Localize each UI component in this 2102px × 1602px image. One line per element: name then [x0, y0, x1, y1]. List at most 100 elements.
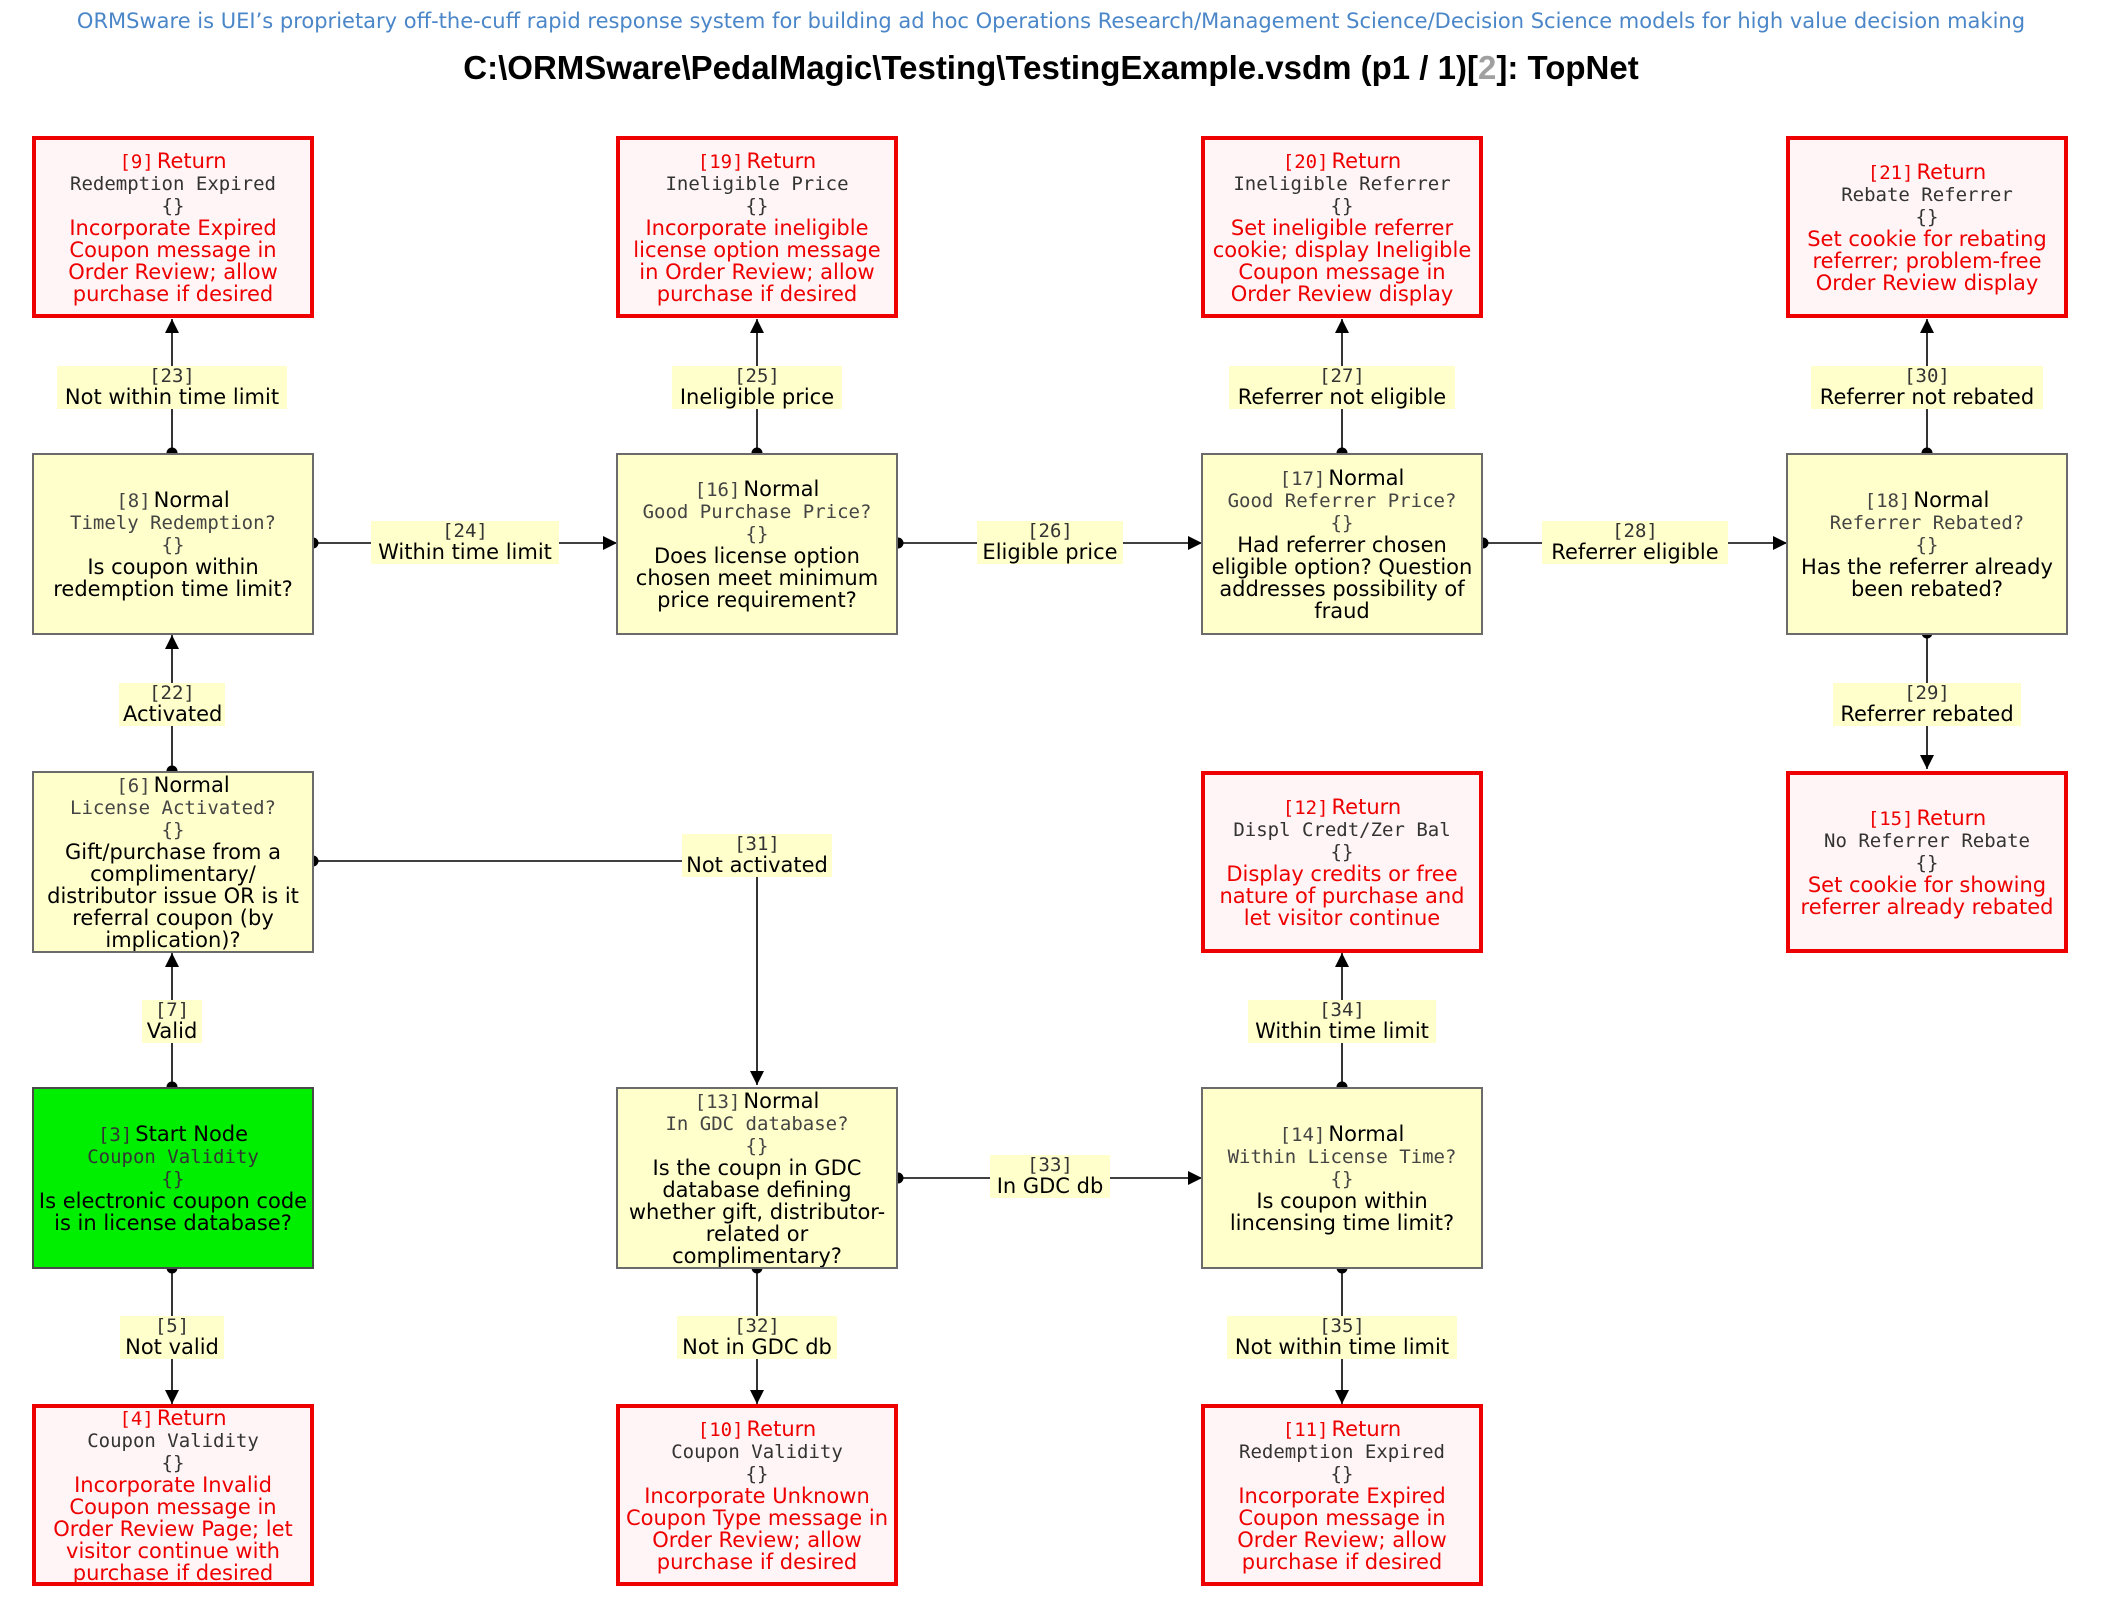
node-subtitle: Good Referrer Price?	[1227, 489, 1457, 512]
node-braces: {}	[1915, 851, 1939, 874]
node-subtitle: Good Purchase Price?	[642, 500, 872, 523]
node-subtitle: Within License Time?	[1227, 1145, 1457, 1168]
node-subtitle: Rebate Referrer	[1841, 183, 2013, 206]
node-braces: {}	[161, 818, 185, 841]
node-description: Set ineligible referrer cookie; display …	[1212, 215, 1472, 306]
edge-label-35[interactable]: [35]Not within time limit	[1227, 1316, 1457, 1359]
node-3-start[interactable]: [3]Start Node Coupon Validity {} Is elec…	[32, 1087, 314, 1269]
node-braces: {}	[745, 522, 769, 545]
banner-text: ORMSware is UEI’s proprietary off-the-cu…	[76, 9, 2026, 33]
edge-label-5[interactable]: [5]Not valid	[120, 1316, 224, 1359]
node-description: Is coupon within redemption time limit?	[53, 554, 293, 601]
title-bracket-open: [	[1466, 49, 1478, 86]
edge-31-line	[313, 860, 764, 1085]
node-header: [3]Start Node	[97, 1121, 249, 1146]
edge-label-34[interactable]: [34]Within time limit	[1248, 1000, 1436, 1043]
node-description: Is electronic coupon code is in license …	[38, 1188, 308, 1235]
node-description: Incorporate ineligible license option me…	[633, 215, 881, 306]
node-header: [12]Return	[1282, 794, 1402, 819]
node-description: Gift/purchase from a complimentary/ dist…	[47, 839, 299, 952]
node-subtitle: Displ Credt/Zer Bal	[1233, 818, 1451, 841]
edge-label-30[interactable]: [30]Referrer not rebated	[1811, 366, 2043, 409]
page-title: C:\ORMSware\PedalMagic\Testing\TestingEx…	[0, 46, 2102, 90]
title-page-number: 2	[1477, 49, 1497, 86]
node-description: Display credits or free nature of purcha…	[1219, 861, 1465, 930]
node-17-normal[interactable]: [17]Normal Good Referrer Price? {} Had r…	[1201, 453, 1483, 635]
node-header: [16]Normal	[694, 476, 820, 501]
node-header: [4]Return	[119, 1405, 227, 1430]
node-description: Is coupon within lincensing time limit?	[1229, 1188, 1455, 1235]
edge-label-24[interactable]: [24]Within time limit	[371, 521, 559, 564]
edge-label-31[interactable]: [31]Not activated	[682, 834, 832, 877]
node-braces: {}	[161, 1451, 185, 1474]
node-braces: {}	[161, 194, 185, 217]
node-braces: {}	[161, 533, 185, 556]
edge-label-29[interactable]: [29]Referrer rebated	[1833, 683, 2021, 726]
title-net-name: ]: TopNet	[1496, 49, 1639, 86]
edge-label-26[interactable]: [26]Eligible price	[977, 521, 1123, 564]
node-subtitle: Ineligible Referrer	[1233, 172, 1451, 195]
node-braces: {}	[745, 1462, 769, 1485]
node-description: Incorporate Expired Coupon message in Or…	[1237, 1483, 1447, 1574]
node-header: [21]Return	[1867, 159, 1987, 184]
node-9-return[interactable]: [9]Return Redemption Expired {} Incorpor…	[32, 136, 314, 318]
node-15-return[interactable]: [15]Return No Referrer Rebate {} Set coo…	[1786, 771, 2068, 953]
node-braces: {}	[745, 1134, 769, 1157]
node-6-normal[interactable]: [6]Normal License Activated? {} Gift/pur…	[32, 771, 314, 953]
node-braces: {}	[161, 1167, 185, 1190]
node-header: [18]Normal	[1864, 487, 1990, 512]
node-header: [14]Normal	[1279, 1121, 1405, 1146]
edge-label-25[interactable]: [25]Ineligible price	[672, 366, 842, 409]
node-10-return[interactable]: [10]Return Coupon Validity {} Incorporat…	[616, 1404, 898, 1586]
node-description: Set cookie for rebating referrer; proble…	[1807, 226, 2047, 295]
node-subtitle: License Activated?	[70, 796, 276, 819]
edge-label-27[interactable]: [27]Referrer not eligible	[1229, 366, 1455, 409]
node-header: [9]Return	[119, 148, 227, 173]
node-8-normal[interactable]: [8]Normal Timely Redemption? {} Is coupo…	[32, 453, 314, 635]
node-12-return[interactable]: [12]Return Displ Credt/Zer Bal {} Displa…	[1201, 771, 1483, 953]
node-21-return[interactable]: [21]Return Rebate Referrer {} Set cookie…	[1786, 136, 2068, 318]
node-header: [10]Return	[697, 1416, 817, 1441]
node-11-return[interactable]: [11]Return Redemption Expired {} Incorpo…	[1201, 1404, 1483, 1586]
node-braces: {}	[1330, 511, 1354, 534]
node-subtitle: In GDC database?	[665, 1112, 849, 1135]
edge-label-32[interactable]: [32]Not in GDC db	[677, 1316, 837, 1359]
node-description: Had referrer chosen eligible option? Que…	[1211, 532, 1473, 623]
node-subtitle: Coupon Validity	[87, 1145, 259, 1168]
node-braces: {}	[1330, 194, 1354, 217]
node-subtitle: Coupon Validity	[671, 1440, 843, 1463]
edge-label-7[interactable]: [7]Valid	[142, 1000, 202, 1043]
node-description: Set cookie for showing referrer already …	[1800, 872, 2054, 919]
node-19-return[interactable]: [19]Return Ineligible Price {} Incorpora…	[616, 136, 898, 318]
edge-label-23[interactable]: [23]Not within time limit	[57, 366, 287, 409]
node-header: [15]Return	[1867, 805, 1987, 830]
node-description: Does license option chosen meet minimum …	[635, 543, 879, 612]
node-subtitle: Redemption Expired	[1239, 1440, 1445, 1463]
node-description: Incorporate Unknown Coupon Type message …	[625, 1483, 889, 1574]
node-description: Incorporate Expired Coupon message in Or…	[68, 215, 278, 306]
node-braces: {}	[1915, 205, 1939, 228]
node-header: [6]Normal	[116, 772, 230, 797]
node-18-normal[interactable]: [18]Normal Referrer Rebated? {} Has the …	[1786, 453, 2068, 635]
node-16-normal[interactable]: [16]Normal Good Purchase Price? {} Does …	[616, 453, 898, 635]
node-description: Has the referrer already been rebated?	[1801, 554, 2053, 601]
node-header: [17]Normal	[1279, 465, 1405, 490]
node-13-normal[interactable]: [13]Normal In GDC database? {} Is the co…	[616, 1087, 898, 1269]
node-4-return[interactable]: [4]Return Coupon Validity {} Incorporate…	[32, 1404, 314, 1586]
edge-label-33[interactable]: [33]In GDC db	[990, 1155, 1110, 1198]
node-description: Incorporate Invalid Coupon message in Or…	[53, 1472, 293, 1585]
node-header: [13]Normal	[694, 1088, 820, 1113]
node-header: [20]Return	[1282, 148, 1402, 173]
title-path: C:\ORMSware\PedalMagic\Testing\TestingEx…	[463, 49, 1467, 86]
node-header: [8]Normal	[116, 487, 230, 512]
edge-label-22[interactable]: [22]Activated	[119, 683, 225, 726]
edge-label-28[interactable]: [28]Referrer eligible	[1542, 521, 1728, 564]
node-20-return[interactable]: [20]Return Ineligible Referrer {} Set in…	[1201, 136, 1483, 318]
node-subtitle: Coupon Validity	[87, 1429, 259, 1452]
node-braces: {}	[1330, 1462, 1354, 1485]
node-braces: {}	[745, 194, 769, 217]
node-header: [11]Return	[1282, 1416, 1402, 1441]
node-subtitle: Ineligible Price	[665, 172, 849, 195]
node-14-normal[interactable]: [14]Normal Within License Time? {} Is co…	[1201, 1087, 1483, 1269]
node-description: Is the coupn in GDC database defining wh…	[628, 1155, 886, 1268]
